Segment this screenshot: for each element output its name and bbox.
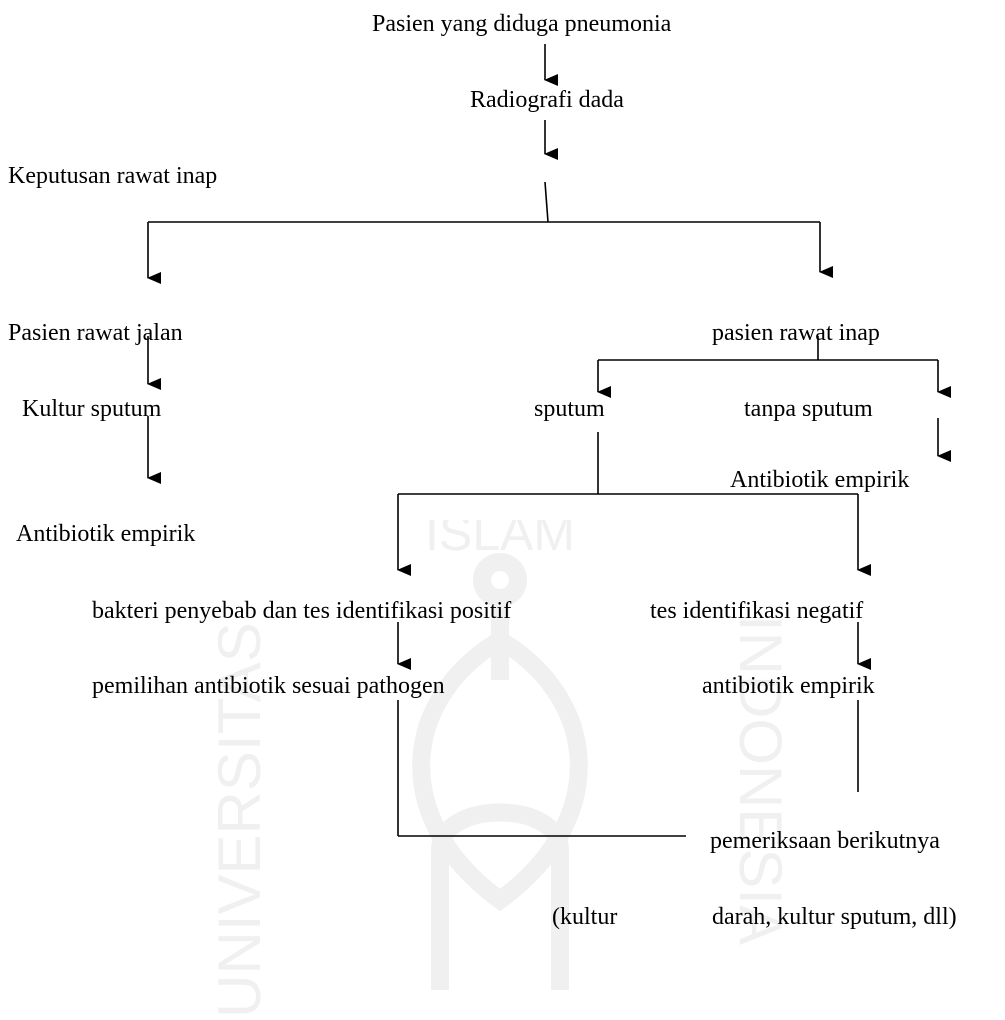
node-sputum: sputum [534, 396, 605, 422]
node-hospitalization-decision: Keputusan rawat inap [8, 163, 218, 189]
node-next-examination-detail-a: (kultur [552, 904, 618, 930]
node-outpatient: Pasien rawat jalan [8, 320, 183, 346]
node-inpatient: pasien rawat inap [712, 320, 880, 346]
node-identification-positive: bakteri penyebab dan tes identifikasi po… [92, 598, 512, 624]
node-identification-negative: tes identifikasi negatif [650, 598, 864, 624]
node-empiric-antibiotic-inpatient: Antibiotik empirik [730, 467, 910, 493]
node-chest-radiograph: Radiografi dada [470, 87, 624, 113]
node-next-examination-detail-b: darah, kultur sputum, dll) [712, 904, 957, 930]
node-no-sputum: tanpa sputum [744, 396, 873, 422]
node-empiric-antibiotic-lower: antibiotik empirik [702, 673, 875, 699]
decision-stem [544, 181, 549, 223]
node-empiric-antibiotic-outpatient: Antibiotik empirik [16, 521, 196, 547]
node-suspected-pneumonia: Pasien yang diduga pneumonia [372, 11, 672, 37]
node-sputum-culture: Kultur sputum [22, 396, 162, 422]
node-pathogen-antibiotic: pemilihan antibiotik sesuai pathogen [92, 673, 445, 699]
node-next-examination: pemeriksaan berikutnya [710, 828, 940, 854]
